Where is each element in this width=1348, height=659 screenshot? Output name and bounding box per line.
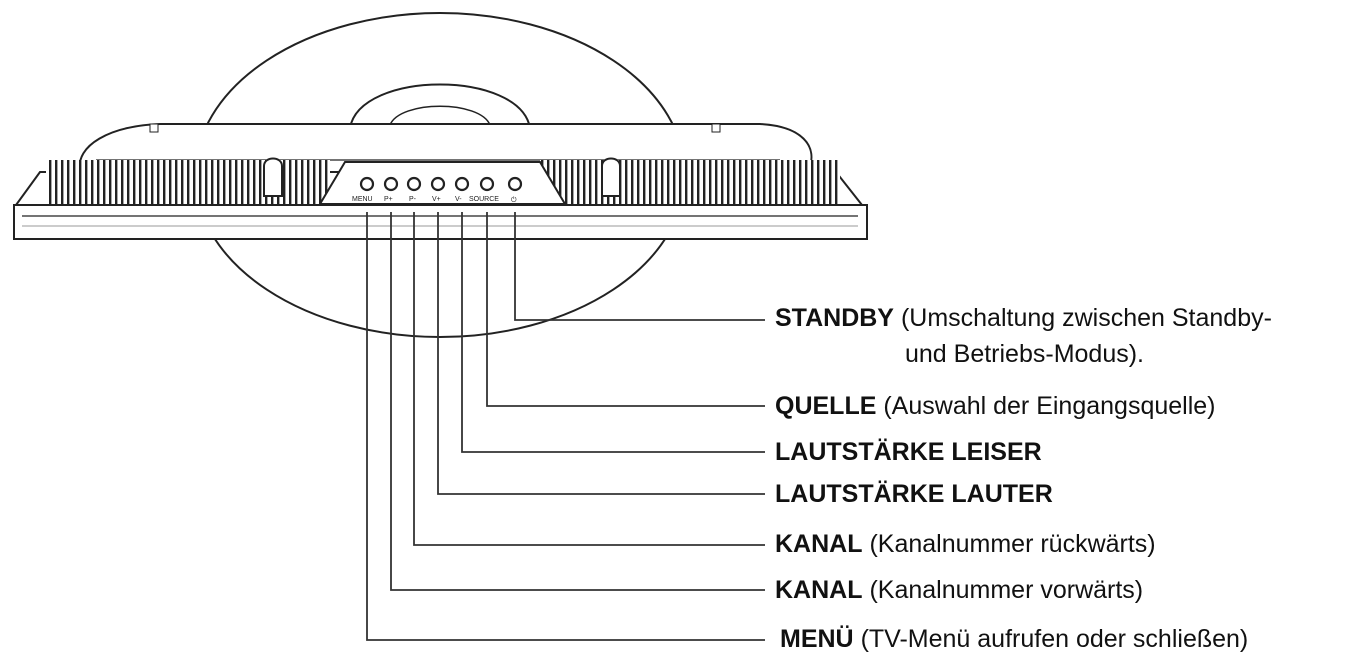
callout-standby: STANDBY (Umschaltung zwischen Standby- [775,303,1272,333]
caption-p-plus: P+ [384,196,393,203]
control-buttons [359,176,523,192]
callout-channel-down-desc: (Kanalnummer rückwärts) [869,530,1156,558]
leader-lines [366,212,765,641]
channel-up-button [383,176,399,192]
callout-standby-continued: und Betriebs-Modus). [905,340,1145,368]
callout-source-desc: (Auswahl der Eingangsquelle) [883,392,1216,420]
caption-v-minus: V- [455,196,462,203]
callout-channel-up: KANAL (Kanalnummer vorwärts) [775,575,1143,605]
caption-power: ⏻ [511,196,517,204]
vent-grille-left [46,160,330,204]
callout-channel-down: KANAL (Kanalnummer rückwärts) [775,529,1156,559]
callout-menu-desc: (TV-Menü aufrufen oder schließen) [860,625,1249,653]
menu-button [359,176,375,192]
leader-standby [514,212,765,321]
callout-channel-up-key: KANAL [775,576,863,604]
power-button [507,176,523,192]
callout-standby-key: STANDBY [775,304,894,332]
caption-menu: MENU [352,196,373,203]
leader-menu [366,212,765,641]
volume-down-button [454,176,470,192]
caption-v-plus: V+ [432,196,441,203]
caption-p-minus: P- [409,196,417,203]
callout-channel-down-key: KANAL [775,530,863,558]
button-captions: MENU P+ P- V+ V- SOURCE ⏻ [352,196,517,204]
leader-volume-down [461,212,765,453]
callout-volume-up-key: LAUTSTÄRKE LAUTER [775,480,1053,508]
callout-source: QUELLE (Auswahl der Eingangsquelle) [775,391,1216,421]
leader-channel-up [390,212,765,591]
volume-up-button [430,176,446,192]
leader-volume-up [437,212,765,495]
source-button [479,176,495,192]
caption-source: SOURCE [469,196,499,203]
callout-standby-desc: (Umschaltung zwischen Standby- [900,304,1272,332]
leader-channel-down [413,212,765,546]
callout-source-key: QUELLE [775,392,877,420]
vent-grille-right [540,160,840,204]
channel-down-button [406,176,422,192]
callout-volume-down-key: LAUTSTÄRKE LEISER [775,438,1042,466]
callout-menu: MENÜ (TV-Menü aufrufen oder schließen) [780,624,1248,654]
callout-menu-key: MENÜ [780,625,854,653]
callout-channel-up-desc: (Kanalnummer vorwärts) [869,576,1144,604]
callout-volume-down: LAUTSTÄRKE LEISER [775,437,1042,467]
callout-volume-up: LAUTSTÄRKE LAUTER [775,479,1053,509]
leader-source [486,212,765,407]
